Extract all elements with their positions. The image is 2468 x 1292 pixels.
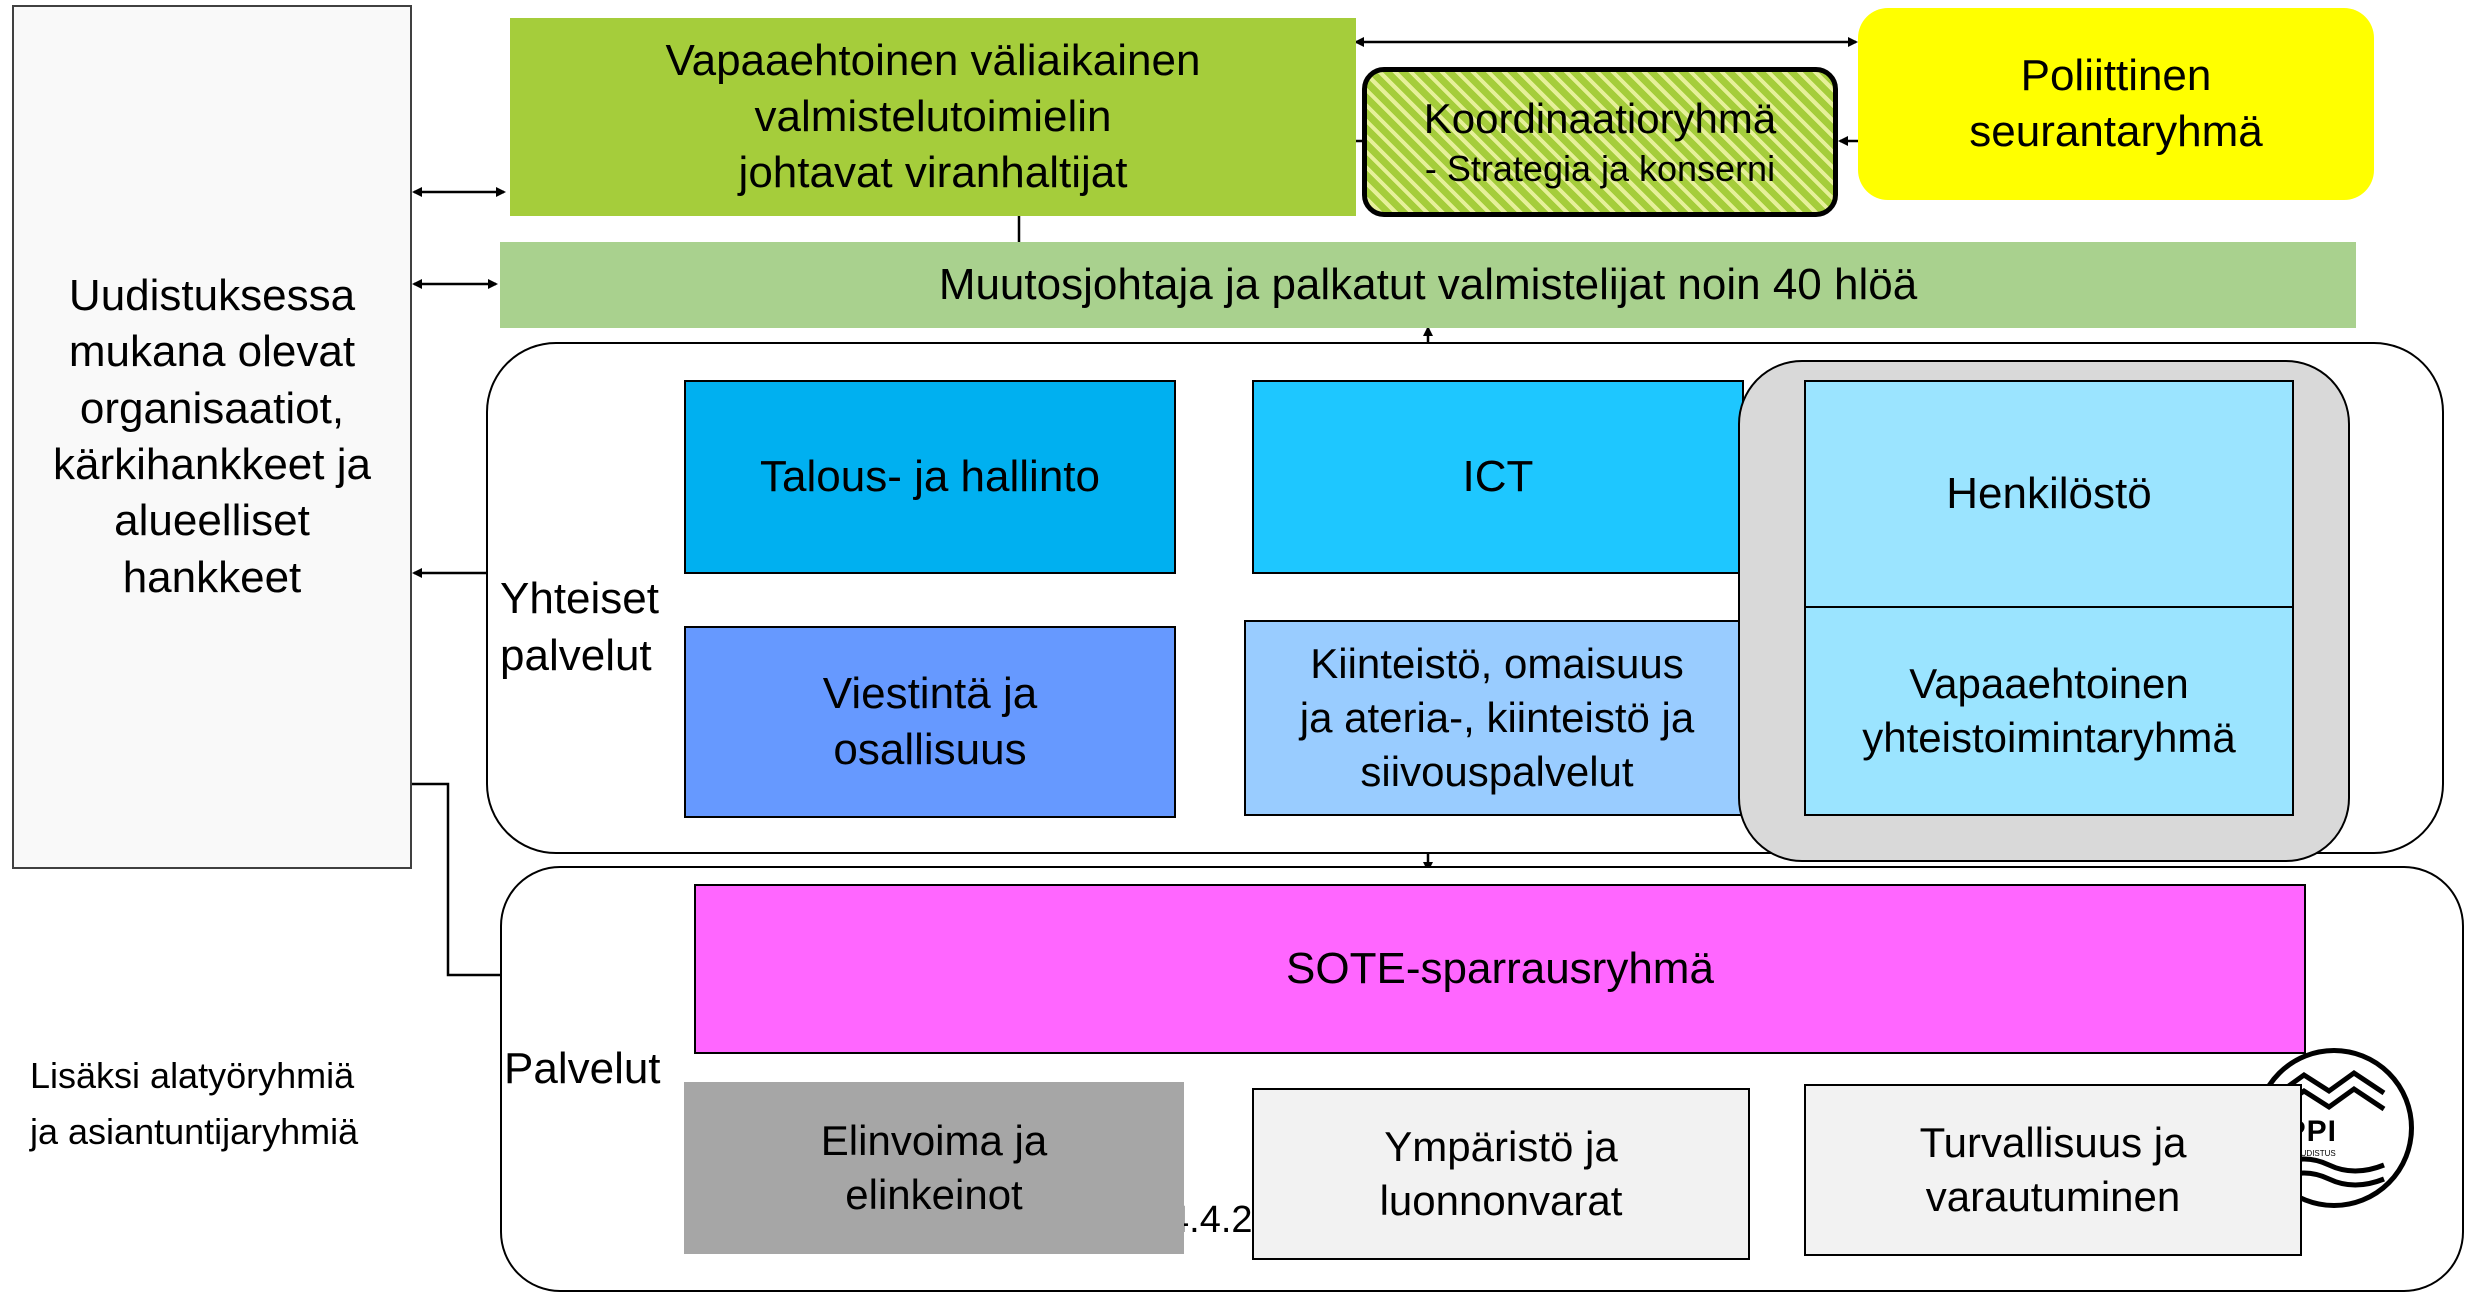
subgroups-footnote: Lisäksi alatyöryhmiä ja asiantuntijaryhm… xyxy=(30,1055,359,1152)
finance-admin-text: Talous- ja hallinto xyxy=(760,451,1100,501)
communication-text: Viestintä ja osallisuus xyxy=(822,668,1038,774)
sote-sparring-group-text: SOTE-sparrausryhmä xyxy=(1286,943,1714,993)
political-monitoring-group-text: Poliittinen seurantaryhmä xyxy=(1969,50,2263,156)
environment-box: Ympäristö ja luonnonvarat xyxy=(1252,1088,1750,1260)
personnel-text: Henkilöstö xyxy=(1946,468,2152,518)
vitality-text: Elinvoima ja elinkeinot xyxy=(820,1117,1048,1218)
communication-box: Viestintä ja osallisuus xyxy=(684,626,1176,818)
property-services-box: Kiinteistö, omaisuus ja ateria-, kiintei… xyxy=(1244,620,1750,816)
sote-sparring-group-box: SOTE-sparrausryhmä xyxy=(694,884,2306,1054)
coordination-group-box: Koordinaatioryhmä - Strategia ja konsern… xyxy=(1362,67,1838,217)
safety-text: Turvallisuus ja varautuminen xyxy=(1919,1119,2187,1220)
change-leader-text: Muutosjohtaja ja palkatut valmistelijat … xyxy=(938,259,1918,309)
coordination-group-title: Koordinaatioryhmä xyxy=(1423,95,1777,143)
ict-text: ICT xyxy=(1462,451,1534,501)
coordination-group-subtitle: - Strategia ja konserni xyxy=(1424,147,1776,189)
voluntary-cooperation-text: Vapaaehtoinen yhteistoimintaryhmä xyxy=(1862,660,2236,761)
safety-box: Turvallisuus ja varautuminen xyxy=(1804,1084,2302,1256)
participating-organizations-panel: Uudistuksessa mukana olevat organisaatio… xyxy=(12,5,412,869)
shared-services-label: Yhteiset palvelut xyxy=(500,574,659,681)
property-services-text: Kiinteistö, omaisuus ja ateria-, kiintei… xyxy=(1299,640,1695,795)
change-leader-bar: Muutosjohtaja ja palkatut valmistelijat … xyxy=(500,242,2356,328)
voluntary-cooperation-box: Vapaaehtoinen yhteistoimintaryhmä xyxy=(1804,606,2294,816)
participating-organizations-text: Uudistuksessa mukana olevat organisaatio… xyxy=(53,271,371,602)
officials-text: Vapaaehtoinen väliaikainen valmistelutoi… xyxy=(665,35,1201,198)
environment-text: Ympäristö ja luonnonvarat xyxy=(1379,1123,1623,1224)
ict-box: ICT xyxy=(1252,380,1744,574)
finance-admin-box: Talous- ja hallinto xyxy=(684,380,1176,574)
officials-box: Vapaaehtoinen väliaikainen valmistelutoi… xyxy=(510,18,1356,216)
political-monitoring-group-box: Poliittinen seurantaryhmä xyxy=(1858,8,2374,200)
services-label: Palvelut xyxy=(504,1044,661,1093)
personnel-box: Henkilöstö xyxy=(1804,380,2294,608)
vitality-box: Elinvoima ja elinkeinot xyxy=(684,1082,1184,1254)
